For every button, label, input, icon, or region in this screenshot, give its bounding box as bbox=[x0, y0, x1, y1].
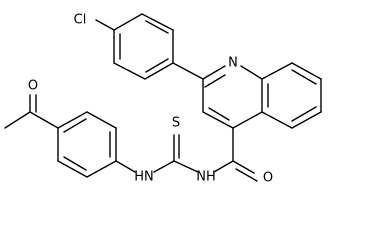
thione-sulfur-label: S bbox=[172, 116, 180, 131]
amide-oxygen-label: O bbox=[263, 171, 273, 186]
molecule-structure: Cl N S HN NH O O bbox=[4, 13, 322, 186]
chlorine-label: Cl bbox=[74, 13, 87, 28]
atom-labels: Cl N S HN NH O O bbox=[28, 13, 273, 186]
acetyl-oxygen-label: O bbox=[28, 79, 38, 94]
quinoline-nitrogen-label: N bbox=[228, 56, 238, 71]
bond-lines bbox=[4, 13, 322, 182]
thiourea-nh-right-label: NH bbox=[196, 170, 216, 185]
thiourea-nh-left-label: HN bbox=[134, 170, 154, 185]
